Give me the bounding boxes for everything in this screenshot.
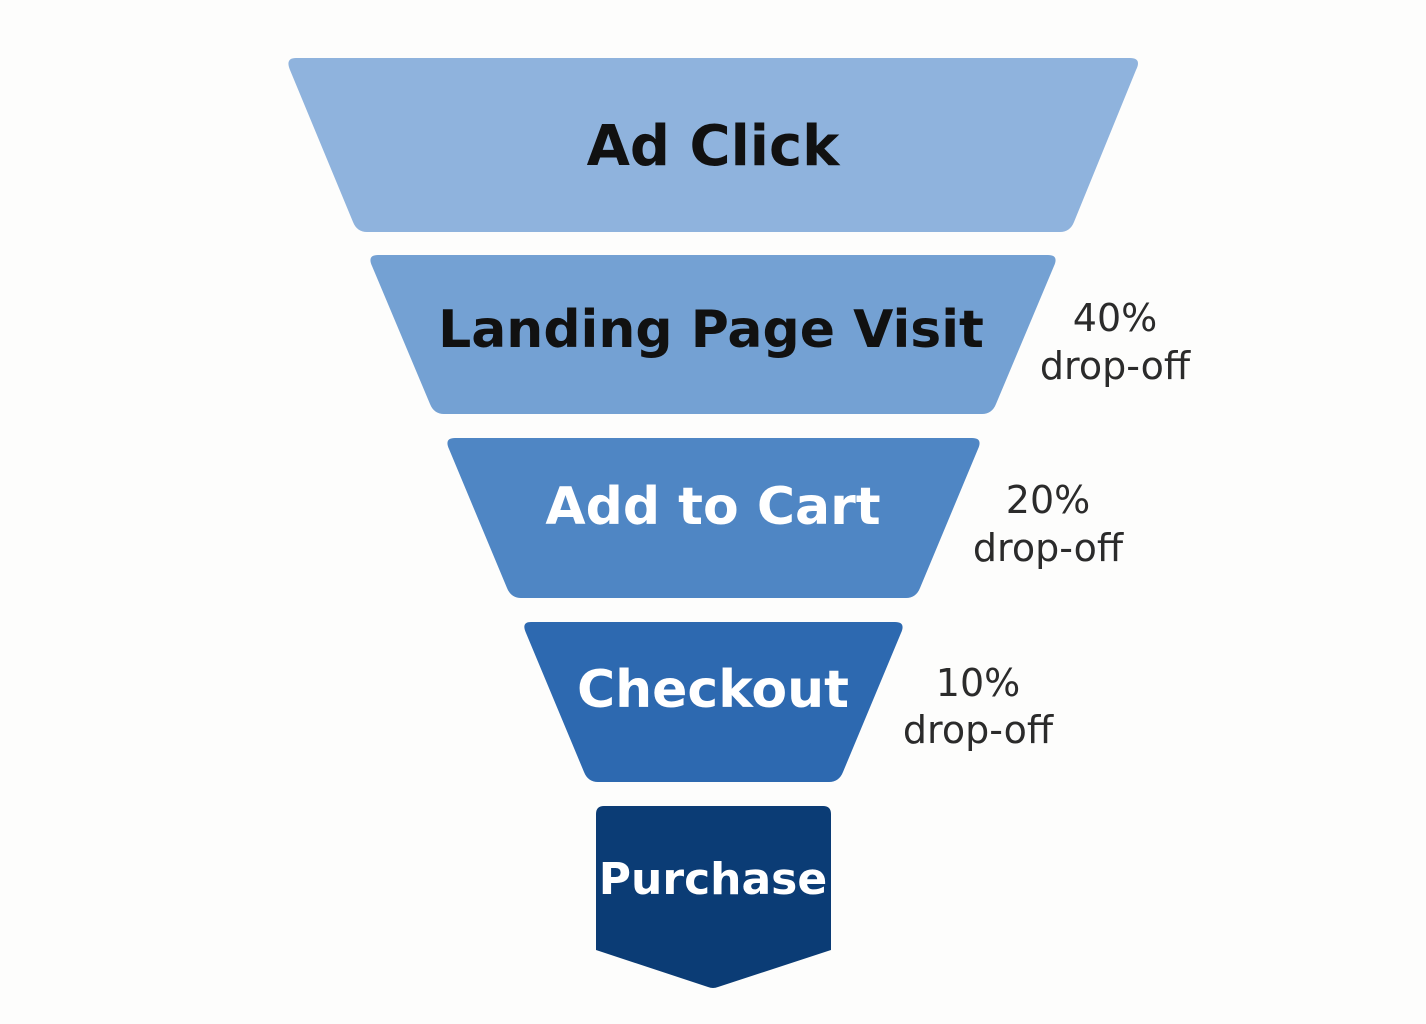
dropoff-add-to-cart: 20% drop-off xyxy=(973,478,1124,570)
stage-label: Landing Page Visit xyxy=(438,300,984,360)
dropoff-text: drop-off xyxy=(973,526,1124,570)
dropoff-value: 40% xyxy=(1073,296,1157,340)
dropoff-value: 20% xyxy=(1006,478,1090,522)
dropoff-value: 10% xyxy=(936,661,1020,705)
stage-label: Ad Click xyxy=(587,114,842,179)
stage-label: Checkout xyxy=(577,660,849,720)
stage-add-to-cart: Add to Cart xyxy=(447,438,980,598)
stage-label: Add to Cart xyxy=(545,477,880,537)
stage-shape xyxy=(447,438,980,598)
stage-checkout: Checkout xyxy=(524,622,903,782)
stage-shape xyxy=(288,58,1138,232)
stage-shape xyxy=(596,806,831,988)
stage-shape xyxy=(524,622,903,782)
stage-purchase: Purchase xyxy=(596,806,831,988)
dropoff-text: drop-off xyxy=(903,708,1054,752)
dropoff-landing: 40% drop-off xyxy=(1040,296,1191,388)
stage-shape xyxy=(370,255,1056,414)
stage-landing-page-visit: Landing Page Visit xyxy=(370,255,1056,414)
stage-ad-click: Ad Click xyxy=(288,58,1138,232)
stage-label: Purchase xyxy=(599,854,827,905)
dropoff-text: drop-off xyxy=(1040,344,1191,388)
dropoff-checkout: 10% drop-off xyxy=(903,661,1054,752)
